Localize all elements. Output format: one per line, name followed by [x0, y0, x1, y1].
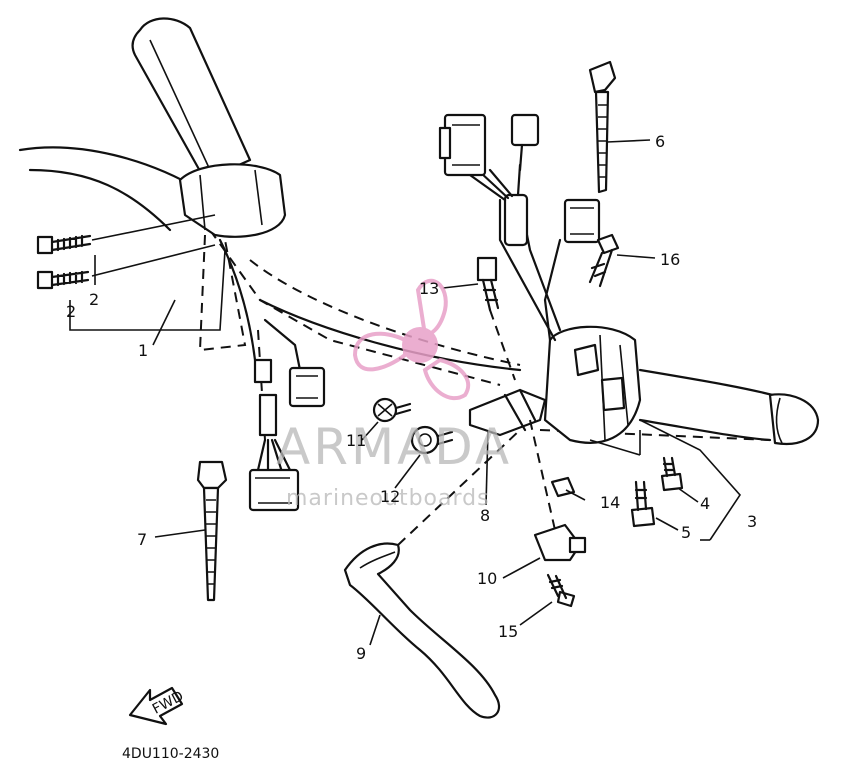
- screw-12-icon: [410, 425, 454, 455]
- callout-7: 7: [137, 530, 147, 549]
- callout-labels: 1 2 2 3 4 5 6 7 8 9 10 11 12 13 14 15 16: [66, 132, 757, 663]
- callout-16: 16: [660, 250, 680, 269]
- left-handlebar: [18, 17, 522, 386]
- screw-5-icon: [630, 480, 656, 528]
- leader-1-bracket: [69, 249, 226, 331]
- screw-11-icon: [372, 397, 412, 423]
- connector-left-main: [248, 468, 300, 512]
- cable-tie-7-icon: [196, 460, 228, 602]
- leader-2a: [91, 214, 216, 241]
- callout-10: 10: [477, 569, 497, 588]
- callout-8: 8: [480, 506, 490, 525]
- callout-9: 9: [356, 644, 366, 663]
- right-handlebar: [539, 325, 820, 445]
- callout-1: 1: [138, 341, 148, 360]
- right-harness: [438, 113, 601, 342]
- cable-tie-6-icon: [588, 60, 617, 194]
- connector-right-small: [510, 113, 540, 147]
- connector-left-small: [288, 366, 326, 408]
- callout-11: 11: [346, 431, 366, 450]
- watermark-title: ARMADA: [276, 418, 512, 476]
- screw-4-icon: [660, 456, 684, 492]
- callout-3: 3: [747, 512, 757, 531]
- callout-4: 4: [700, 494, 710, 513]
- lever-bracket-8-icon: [468, 388, 556, 531]
- drawing-code: 4DU110-2430: [122, 746, 219, 762]
- bolt-16-icon: [588, 233, 620, 288]
- callout-12: 12: [380, 487, 400, 506]
- screw-2a-icon: [36, 234, 92, 255]
- callout-2b: 2: [66, 302, 76, 321]
- screw-15-icon: [546, 573, 576, 608]
- watermark-subtitle: marineoutboards: [286, 486, 490, 511]
- watermark-logo-icon: [352, 278, 471, 401]
- callout-2a: 2: [89, 290, 99, 309]
- callout-5: 5: [681, 523, 691, 542]
- callout-15: 15: [498, 622, 518, 641]
- leader-2b: [91, 244, 216, 277]
- clutch-switch-10-icon: [533, 523, 587, 562]
- bolt-13-icon: [476, 256, 516, 381]
- leader-lines: [152, 139, 742, 646]
- connector-right-mid: [563, 198, 601, 244]
- callout-13: 13: [419, 279, 439, 298]
- callout-14: 14: [600, 493, 620, 512]
- screw-2b-icon: [36, 270, 90, 290]
- callout-6: 6: [655, 132, 665, 151]
- left-harness: [248, 318, 326, 512]
- clutch-lever-9-icon: [343, 429, 521, 719]
- forward-arrow-icon: FWD: [128, 686, 186, 726]
